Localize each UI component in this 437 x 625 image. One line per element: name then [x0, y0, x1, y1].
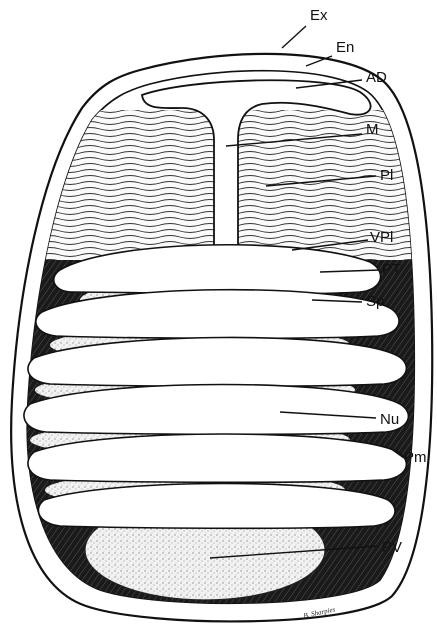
label-m: M	[366, 121, 379, 138]
label-pm: Pm	[404, 449, 427, 466]
label-pl: Pl	[380, 167, 393, 184]
label-nu: Nu	[380, 411, 399, 428]
label-ex: Ex	[310, 7, 328, 24]
label-vpl: VPl	[370, 229, 393, 246]
label-en: En	[336, 39, 354, 56]
label-pv: PV	[382, 539, 402, 556]
label-pt: PT	[382, 261, 401, 278]
label-ad: AD	[366, 69, 387, 86]
label-sp: Sp	[366, 293, 384, 310]
